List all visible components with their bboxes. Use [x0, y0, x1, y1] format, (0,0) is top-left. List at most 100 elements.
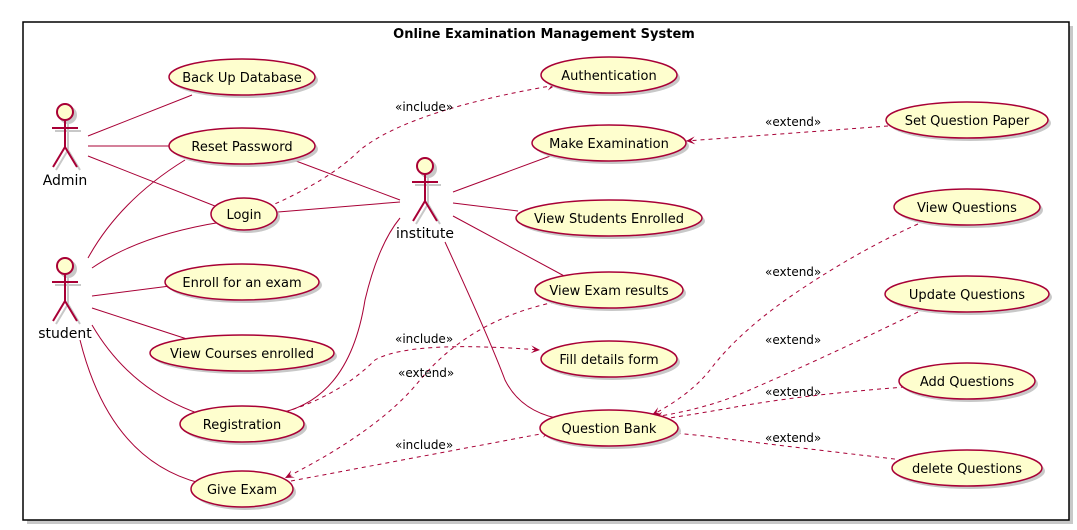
system-boundary: Online Examination Management System — [22, 21, 1073, 524]
usecase-ellipse — [149, 334, 335, 372]
usecase-label: Login — [226, 208, 261, 223]
actor-admin-figure — [52, 103, 81, 171]
usecase-view-enrolled[interactable]: View Students Enrolled — [515, 199, 705, 239]
assoc-student-giveexam — [79, 339, 201, 484]
usecase-label: Registration — [203, 418, 281, 433]
usecase-set-paper[interactable]: Set Question Paper — [885, 101, 1051, 141]
usecase-ellipse — [531, 124, 687, 162]
usecase-ellipse — [164, 263, 320, 301]
label-viewq-qbank: «extend» — [765, 265, 821, 279]
label-results-give: «extend» — [398, 366, 454, 380]
associations — [79, 94, 569, 484]
usecase-delete-q[interactable]: delete Questions — [891, 449, 1045, 489]
usecase-ellipse — [168, 58, 316, 96]
usecase-label: delete Questions — [912, 462, 1022, 477]
usecase-label: Update Questions — [909, 288, 1025, 303]
usecase-label: Authentication — [561, 69, 656, 84]
actor-student[interactable]: student — [38, 257, 92, 342]
label-set-make: «extend» — [765, 115, 821, 129]
assoc-student-registration — [91, 324, 201, 415]
actor-admin[interactable]: Admin — [43, 103, 88, 189]
actor-student-label: student — [38, 326, 92, 342]
actor-institute-label: institute — [396, 226, 454, 242]
usecase-results[interactable]: View Exam results — [534, 271, 686, 311]
extend-deleteq-qbank — [659, 428, 904, 461]
assoc-reset-institute — [287, 157, 401, 201]
usecase-auth[interactable]: Authentication — [540, 56, 680, 96]
usecase-ellipse — [515, 199, 703, 237]
extend-viewq-qbank — [651, 223, 919, 416]
usecase-ellipse — [534, 271, 684, 309]
usecase-label: Question Bank — [562, 422, 657, 437]
usecase-label: Make Examination — [549, 137, 669, 152]
usecase-view-q[interactable]: View Questions — [893, 188, 1043, 228]
usecase-ellipse — [885, 101, 1049, 139]
usecase-label: Set Question Paper — [905, 114, 1030, 129]
usecase-ellipse — [168, 127, 316, 165]
usecase-label: Give Exam — [207, 483, 277, 498]
usecase-ellipse — [891, 449, 1043, 487]
usecase-ellipse — [540, 56, 678, 94]
usecase-ellipse — [540, 340, 678, 378]
usecase-label: Add Questions — [920, 375, 1014, 390]
usecase-ellipse — [210, 197, 278, 231]
assoc-login-institute — [277, 201, 401, 213]
extend-addq-qbank — [655, 386, 906, 423]
usecase-courses[interactable]: View Courses enrolled — [149, 334, 337, 374]
usecase-backup[interactable]: Back Up Database — [168, 58, 318, 98]
stereotype-labels: «include» «extend» «extend» «extend» «in… — [395, 100, 821, 452]
extend-results-giveexam — [284, 301, 556, 479]
actor-institute[interactable]: institute — [396, 157, 454, 242]
dependencies — [267, 82, 919, 482]
usecase-make-exam[interactable]: Make Examination — [531, 124, 689, 164]
usecase-login[interactable]: Login — [210, 197, 280, 233]
usecase-ellipse — [179, 405, 305, 443]
assoc-registration-institute — [283, 217, 401, 413]
system-title: Online Examination Management System — [393, 27, 695, 42]
usecase-ellipse — [898, 362, 1036, 400]
usecase-give-exam[interactable]: Give Exam — [190, 470, 296, 510]
label-addq-qbank: «extend» — [765, 385, 821, 399]
usecase-label: Enroll for an exam — [182, 276, 301, 291]
usecase-ellipse — [884, 275, 1050, 313]
assoc-student-login — [91, 221, 223, 269]
assoc-admin-backup — [87, 94, 193, 137]
usecase-label: Back Up Database — [182, 71, 302, 86]
assoc-student-reset — [87, 159, 186, 259]
usecase-ellipse — [893, 188, 1041, 226]
usecase-add-q[interactable]: Add Questions — [898, 362, 1038, 402]
usecase-enroll[interactable]: Enroll for an exam — [164, 263, 322, 303]
assoc-institute-qbank — [444, 241, 557, 419]
usecase-ellipse — [190, 470, 294, 508]
assoc-institute-viewenrolled — [452, 202, 519, 212]
include-registration-fill — [284, 345, 541, 413]
assoc-institute-results — [452, 215, 569, 279]
usecase-ellipse — [539, 409, 679, 447]
assoc-student-courses — [91, 307, 191, 341]
usecase-label: View Questions — [917, 201, 1017, 216]
label-give-qbank: «include» — [395, 438, 453, 452]
assoc-institute-make — [452, 154, 554, 193]
actor-institute-figure — [412, 157, 441, 225]
usecase-label: Reset Password — [191, 140, 292, 155]
label-reg-fill: «include» — [395, 332, 453, 346]
actor-admin-label: Admin — [43, 173, 88, 189]
usecase-update-q[interactable]: Update Questions — [884, 275, 1052, 315]
usecase-label: View Students Enrolled — [534, 212, 684, 227]
assoc-student-enroll — [91, 285, 171, 297]
label-updateq-qbank: «extend» — [765, 333, 821, 347]
usecase-fill-form[interactable]: Fill details form — [540, 340, 680, 380]
label-deleteq-qbank: «extend» — [765, 431, 821, 445]
usecase-label: Fill details form — [559, 353, 658, 368]
label-login-auth: «include» — [395, 100, 453, 114]
usecase-qbank[interactable]: Question Bank — [539, 409, 681, 449]
usecase-registration[interactable]: Registration — [179, 405, 307, 445]
usecase-label: View Exam results — [549, 284, 668, 299]
extend-setpaper-make — [685, 125, 889, 145]
usecase-reset[interactable]: Reset Password — [168, 127, 318, 167]
extend-updateq-qbank — [653, 311, 919, 420]
actor-student-figure — [52, 257, 81, 325]
usecase-label: View Courses enrolled — [170, 347, 314, 362]
